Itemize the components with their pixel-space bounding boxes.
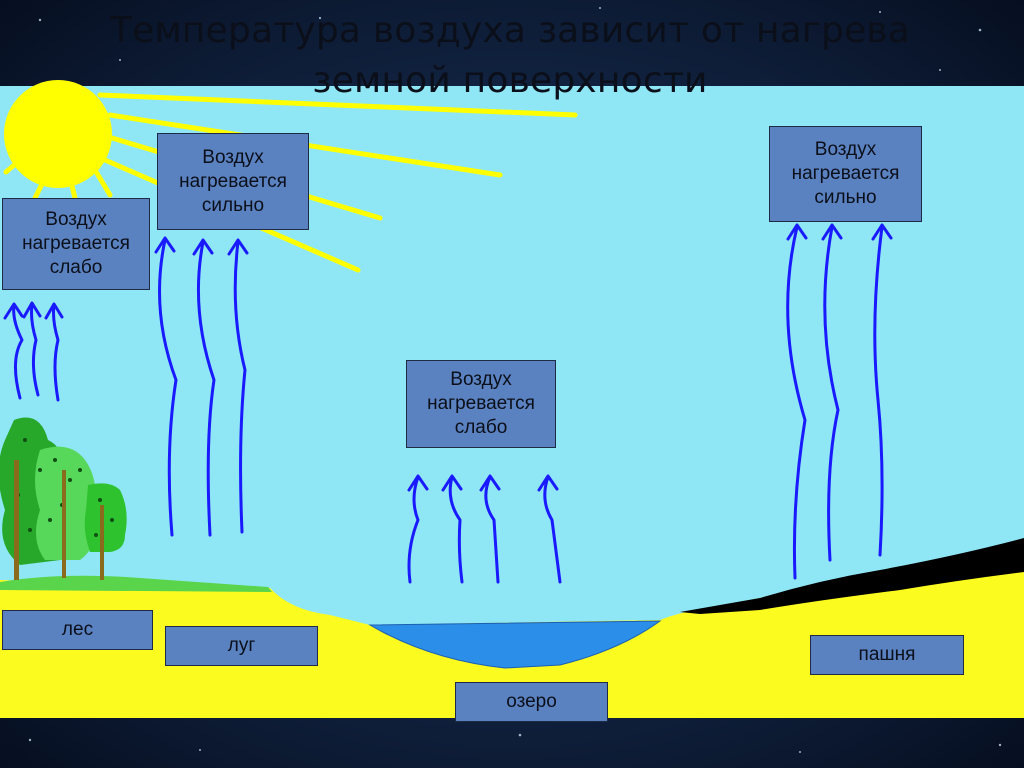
- box-line: Воздух: [814, 139, 877, 160]
- field-label-text: пашня: [858, 644, 916, 665]
- box-line: нагревается: [427, 393, 535, 414]
- lake-air-box: Воздух нагревается слабо: [406, 360, 556, 448]
- plowed-field: [680, 538, 1024, 614]
- meadow-label-text: луг: [227, 635, 256, 656]
- box-line: нагревается: [791, 163, 900, 184]
- field-air-box: Воздух нагревается сильно: [769, 126, 922, 222]
- forest-label-text: лес: [61, 619, 94, 640]
- field-label: пашня: [810, 635, 964, 675]
- box-line: Воздух: [202, 146, 264, 168]
- lake-label: озеро: [455, 682, 608, 722]
- heat-arrows: [3, 223, 893, 584]
- forest-air-box: Воздух нагревается слабо: [2, 198, 150, 290]
- box-line: Воздух: [450, 369, 512, 390]
- forest-label: лес: [2, 610, 153, 650]
- box-line: нагревается: [179, 170, 287, 192]
- box-line: сильно: [201, 194, 265, 216]
- meadow-air-box: Воздух нагревается сильно: [157, 133, 309, 230]
- box-line: Воздух: [45, 209, 107, 230]
- slide-title-line2: земной поверхности: [312, 60, 708, 101]
- meadow-label: луг: [165, 626, 318, 666]
- box-line: нагревается: [22, 233, 130, 254]
- slide-title-line1: Температура воздуха зависит от нагрева: [109, 10, 911, 51]
- box-line: слабо: [454, 417, 508, 438]
- grass-strip: [0, 575, 272, 592]
- lake: [368, 620, 662, 669]
- forest-trees: [0, 417, 127, 580]
- box-line: сильно: [814, 187, 877, 208]
- lake-label-text: озеро: [506, 691, 557, 712]
- stars: [28, 7, 1002, 753]
- box-line: слабо: [49, 257, 103, 278]
